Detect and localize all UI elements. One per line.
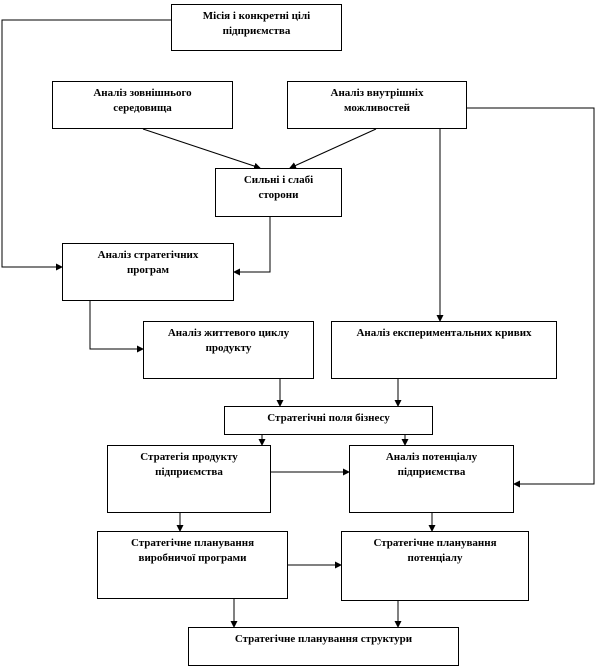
connector-internal-to-potential-analysis bbox=[467, 107, 595, 488]
strengths-weaknesses-label: Сильні і слабі сторони bbox=[243, 174, 314, 201]
production-planning-label: Стратегічне планування виробничої програ… bbox=[130, 537, 255, 564]
connector-programs-to-lifecycle bbox=[89, 301, 144, 353]
experience-curves-label: Аналіз експериментальних кривих bbox=[356, 327, 532, 339]
potential-planning-label: Стратегічне планування потенціалу bbox=[373, 537, 497, 564]
experience-curves-box: Аналіз експериментальних кривих bbox=[331, 321, 557, 379]
product-strategy-box: Стратегія продукту підприємства bbox=[107, 445, 271, 513]
strategic-programs-label: Аналіз стратегічних програм bbox=[97, 249, 199, 276]
business-fields-label: Стратегічні поля бізнесу bbox=[267, 412, 390, 424]
internal-analysis-box: Аналіз внутрішніх можливостей bbox=[287, 81, 467, 129]
potential-planning-box: Стратегічне планування потенціалу bbox=[341, 531, 529, 601]
external-analysis-label: Аналіз зовнішнього середовища bbox=[93, 87, 192, 114]
product-strategy-label: Стратегія продукту підприємства bbox=[140, 451, 238, 478]
potential-analysis-label: Аналіз потенціалу підприємства bbox=[385, 451, 478, 478]
connector-mission-to-programs bbox=[1, 19, 171, 271]
lifecycle-analysis-label: Аналіз життевого циклу продукту bbox=[167, 327, 290, 354]
business-fields-box: Стратегічні поля бізнесу bbox=[224, 406, 433, 435]
strategic-programs-box: Аналіз стратегічних програм bbox=[62, 243, 234, 301]
mission-label: Місія і конкретні цілі підприємства bbox=[202, 10, 311, 37]
strengths-weaknesses-box: Сильні і слабі сторони bbox=[215, 168, 342, 217]
mission-box: Місія і конкретні цілі підприємства bbox=[171, 4, 342, 51]
connector-strengths-to-programs bbox=[233, 217, 271, 276]
structure-planning-box: Стратегічне планування структури bbox=[188, 627, 459, 666]
production-planning-box: Стратегічне планування виробничої програ… bbox=[97, 531, 288, 599]
lifecycle-analysis-box: Аналіз життевого циклу продукту bbox=[143, 321, 314, 379]
internal-analysis-label: Аналіз внутрішніх можливостей bbox=[330, 87, 424, 114]
connector-internal-to-strengths bbox=[289, 128, 377, 169]
structure-planning-label: Стратегічне планування структури bbox=[234, 633, 413, 645]
external-analysis-box: Аналіз зовнішнього середовища bbox=[52, 81, 233, 129]
potential-analysis-box: Аналіз потенціалу підприємства bbox=[349, 445, 514, 513]
connector-external-to-strengths bbox=[142, 128, 261, 170]
